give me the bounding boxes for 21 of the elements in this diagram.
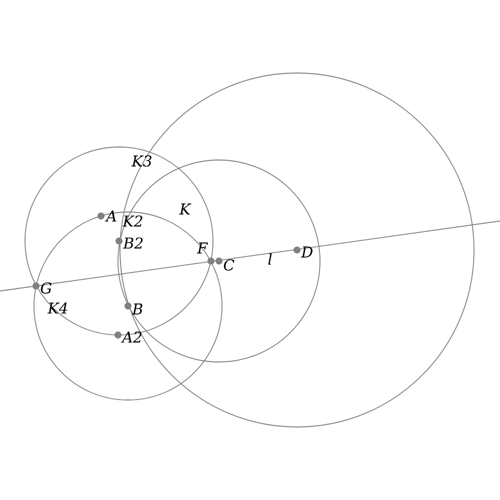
node-label: A2 (121, 331, 142, 343)
point: B (124, 302, 142, 314)
node-label: C (224, 259, 234, 271)
node-label: B2 (122, 237, 143, 249)
curve-label: K3 (131, 155, 152, 167)
curve-label: K (179, 204, 192, 214)
point: A (98, 210, 116, 222)
point: B2 (116, 237, 143, 249)
node-label: F (196, 242, 208, 254)
point: G (32, 282, 52, 294)
curve-label: l (268, 253, 272, 265)
point: D (294, 246, 312, 258)
point: F (196, 242, 214, 264)
node-label: G (40, 282, 52, 294)
point: A2 (114, 331, 142, 343)
node-label: D (300, 246, 312, 258)
node-label: A (105, 210, 116, 222)
curve-label: K2 (122, 215, 142, 227)
node-label: B (132, 304, 142, 314)
point: C (216, 258, 234, 271)
curve-label: K4 (47, 302, 68, 314)
